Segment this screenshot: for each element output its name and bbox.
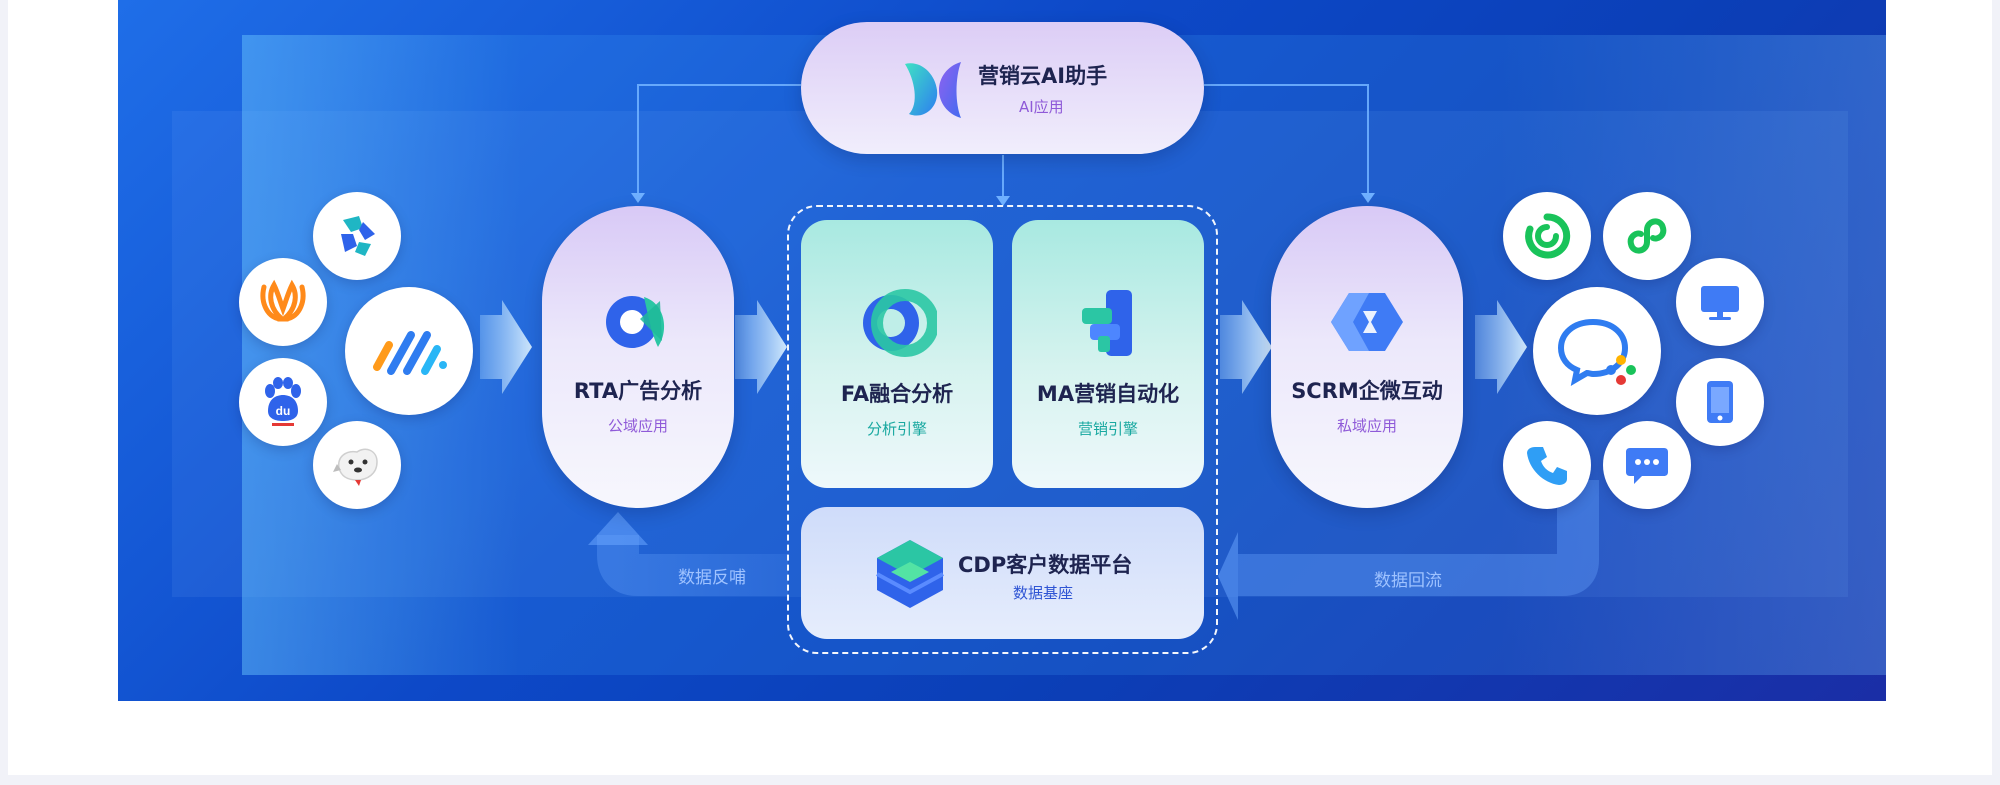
connector-lines [480,84,1599,620]
phone-icon [1503,421,1591,509]
baidu-icon: du [239,358,327,446]
scrm-title: SCRM企微互动 [1291,378,1443,403]
ai-assistant-title: 营销云AI助手 [978,64,1108,88]
ai-assistant-subtitle: AI应用 [1019,98,1064,116]
feedback-label: 数据反哺 [678,568,746,588]
mobile-icon [1676,358,1764,446]
scrm-logo-icon [1331,292,1403,351]
rta-subtitle: 公域应用 [607,416,668,435]
mango-icon [239,258,327,346]
fa-title: FA融合分析 [840,382,954,406]
fa-subtitle: 分析引擎 [866,420,927,438]
blue-tangram-icon [313,192,401,280]
wecom-moments-icon [1503,192,1591,280]
cdp-subtitle: 数据基座 [1013,584,1074,602]
backflow-label: 数据回流 [1374,571,1442,591]
cdp-logo-icon [876,540,944,608]
rta-title: RTA广告分析 [573,378,703,403]
ma-node: MA营销自动化 营销引擎 [1012,220,1204,488]
ma-title: MA营销自动化 [1036,382,1180,406]
ai-assistant-logo-icon [905,62,961,118]
wecom-icon [1533,287,1661,415]
ai-assistant-node: 营销云AI助手 AI应用 [801,22,1204,154]
engine-group-frame [787,205,1218,654]
svg-text:du: du [276,404,291,418]
desktop-icon [1676,258,1764,346]
ma-logo-icon [1082,290,1132,356]
fa-node: FA融合分析 分析引擎 [801,220,993,488]
rta-logo-icon [606,295,665,348]
jd-dog-icon [313,421,401,509]
scrm-node: SCRM企微互动 私域应用 [1271,206,1463,508]
scrm-subtitle: 私域应用 [1336,416,1397,435]
fa-logo-icon [863,289,937,357]
cdp-node: CDP客户数据平台 数据基座 [801,507,1204,639]
sms-icon [1603,421,1691,509]
architecture-diagram: 营销云AI助手 AI应用 RTA广告分析 公域应用 FA融合分析 分析引擎 [118,0,1886,701]
rta-node: RTA广告分析 公域应用 [542,206,734,508]
cdp-title: CDP客户数据平台 [958,553,1133,577]
ma-subtitle: 营销引擎 [1077,420,1138,438]
tiktok-ocean-icon [345,287,473,415]
mini-program-icon [1603,192,1691,280]
